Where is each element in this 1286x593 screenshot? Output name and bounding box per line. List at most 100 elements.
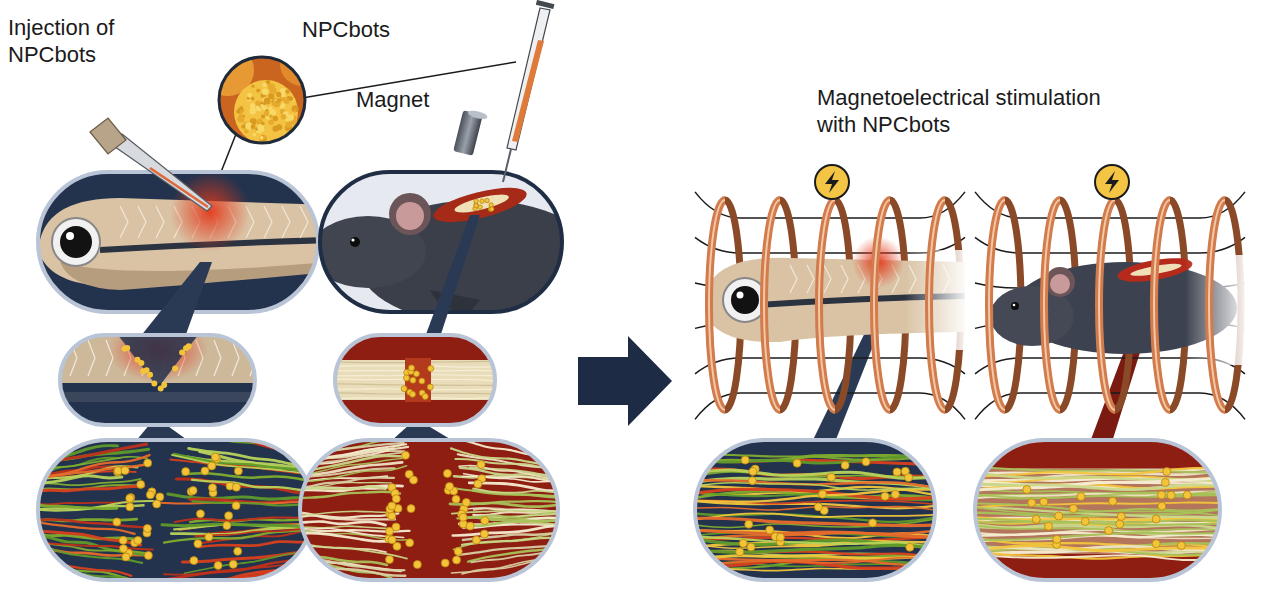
tissue-fiber (38, 486, 144, 493)
npcbot-dot (223, 522, 231, 530)
npcbot-dot (392, 495, 400, 503)
npcbot-bump (256, 88, 260, 92)
npcbot-dot (1167, 491, 1175, 499)
npcbot-dot (745, 520, 753, 528)
npcbot-dot (205, 533, 213, 541)
coil-highlight (1099, 200, 1115, 410)
npcbot-dot (819, 490, 827, 498)
muscle-chevron (88, 340, 95, 376)
tissue-fiber (695, 454, 935, 463)
npcbot-bump (253, 133, 257, 137)
mouse-ear-inner (396, 202, 424, 230)
magnet-top (467, 109, 488, 121)
npcbot-dot (443, 469, 451, 477)
npcbot-dot (403, 375, 409, 381)
npcbot-dot (190, 557, 198, 565)
panel-border (300, 440, 558, 580)
panel-background (60, 335, 255, 425)
npcbot-dot (406, 539, 414, 547)
npcbot-dot (1077, 493, 1085, 501)
npcbot-bump (268, 106, 272, 110)
npcbot-dot (480, 530, 488, 538)
npcbot-bump (289, 97, 294, 102)
npcbot-dot (1152, 515, 1160, 523)
npcbot-dot (410, 391, 416, 397)
npcbot-dot (410, 476, 418, 484)
npcbot-dot (814, 503, 822, 511)
npcbot-bump (261, 122, 264, 125)
npcbot-dot (736, 548, 744, 556)
coil-front (764, 200, 780, 410)
npcbot-dot (466, 522, 474, 530)
npcbot-dot (208, 462, 216, 470)
npcbot-dot (143, 524, 151, 532)
tissue-fiber (975, 506, 1220, 516)
npcbot-dot (749, 467, 757, 475)
npcbot-dot (776, 533, 784, 541)
coil-highlight (819, 200, 835, 410)
npcbot-dot (454, 547, 462, 555)
npcbot-dot (194, 540, 202, 548)
tissue-fiber (695, 469, 935, 479)
panel-border (975, 440, 1220, 580)
npcbot-dot (413, 371, 419, 377)
npcbot-dot (196, 510, 204, 518)
npcbot-dot (741, 456, 749, 464)
muscle-chevron (120, 206, 128, 238)
tissue-fiber (300, 533, 393, 541)
npcbot-dot (862, 458, 870, 466)
npcbot-bump (251, 97, 255, 101)
npcbot-bump (236, 109, 240, 113)
npcbot-bump (251, 124, 256, 129)
tissue-fiber (162, 524, 313, 528)
npcbot-bump (285, 122, 291, 128)
tissue-fiber (473, 488, 558, 493)
npcbot-bump (293, 109, 296, 112)
npcbot-bump (260, 136, 263, 139)
npcbot-bump (247, 93, 252, 98)
figure-label: NPCbots (302, 16, 422, 43)
npcbot-dot (452, 495, 460, 503)
npcbot-dot (419, 378, 425, 384)
npcbot-bump (262, 88, 269, 95)
npcbot-dot (474, 480, 482, 488)
npcbot-dot (113, 518, 121, 526)
npcbot-dot (401, 386, 407, 392)
npcbot-dot (189, 487, 197, 495)
tissue-fiber (192, 480, 313, 492)
npcbot-dot (126, 494, 134, 502)
npcbot-dot (124, 345, 130, 351)
tissue-fiber (300, 492, 400, 498)
npcbot-dot (793, 459, 801, 467)
muscle-chevron (282, 206, 290, 238)
tissue-fiber (300, 521, 385, 525)
tissue-fiber (975, 519, 1220, 524)
npcbot-bump (272, 101, 277, 106)
npcbot-dot (427, 384, 433, 390)
mouse-eye-highlight (351, 238, 354, 241)
npcbot-bump (250, 103, 255, 108)
tissue-fiber (300, 512, 395, 520)
fish-eye (60, 226, 92, 258)
npcbot-dot (441, 559, 449, 567)
npcbot-bump (264, 111, 269, 116)
syringe-needle (503, 149, 511, 182)
npcbot-dot (232, 502, 240, 510)
muscle-chevron (156, 206, 164, 238)
npcbot-bump (237, 116, 244, 123)
npcbot-dot (489, 203, 493, 207)
fish-eye-highlight (66, 232, 74, 240)
figure-label: Injection of NPCbots (8, 14, 158, 68)
npcbot-dot (229, 560, 237, 568)
tissue-fiber (466, 520, 558, 526)
npcbot-dot (1177, 542, 1185, 550)
npcbot-dot (459, 513, 467, 521)
npcbot-dot (474, 204, 478, 208)
panel-border (335, 335, 495, 425)
npcbot-dot (480, 199, 484, 203)
npcbot-dot (388, 502, 396, 510)
npcbot-dot (144, 367, 150, 373)
npcbot-dot (1044, 522, 1052, 530)
npcbot-dot (126, 503, 134, 511)
npcbot-dot (1117, 512, 1125, 520)
